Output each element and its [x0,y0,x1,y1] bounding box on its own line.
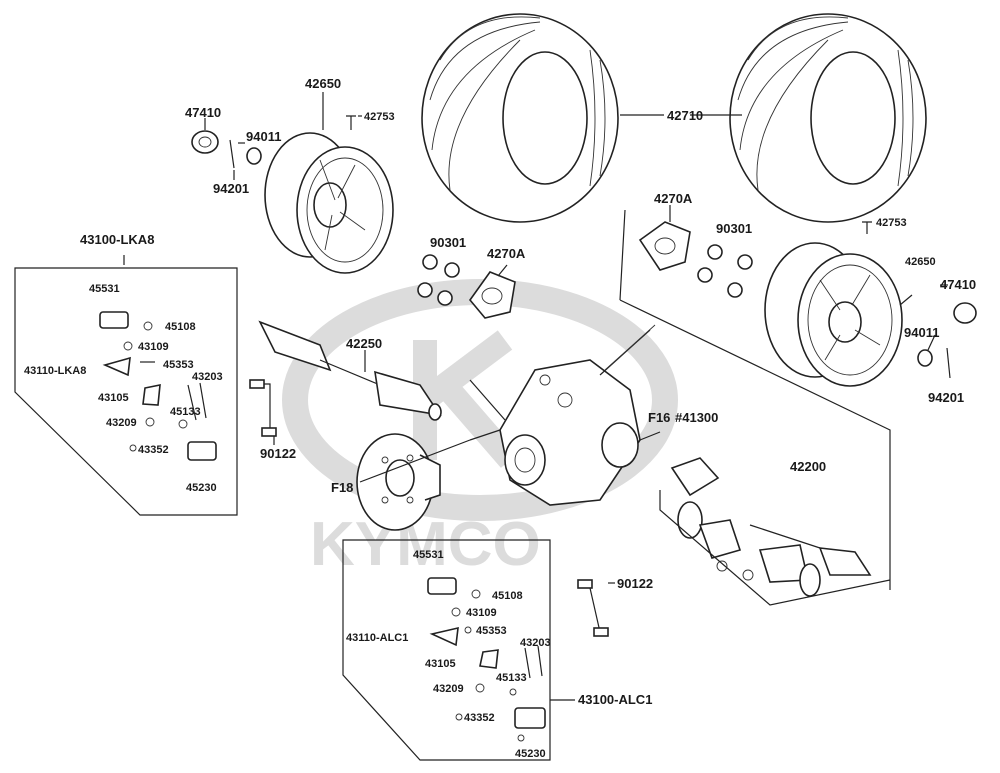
label-43209-lower: 43209 [433,683,464,695]
label-43352-lower: 43352 [464,712,495,724]
hub-4270A-right [638,221,691,271]
cotter-pin-right [946,347,951,379]
label-43100-LKA8: 43100-LKA8 [80,232,154,247]
brake-disc-F18 [356,433,441,531]
caliper-kit-LKA8-parts [99,311,217,461]
label-F18: F18 [331,480,353,495]
label-43109-upper: 43109 [138,341,169,353]
tire-left [421,13,619,223]
label-45531-upper: 45531 [89,283,120,295]
bolt-90122-left [249,379,277,437]
label-94011-left: 94011 [246,129,281,144]
bolt-90122-right [577,579,609,637]
bolt-42753-left [346,115,356,130]
washer-94011-right [917,349,933,367]
label-45353-lower: 45353 [476,625,507,637]
label-45133-upper: 45133 [170,406,201,418]
hub-nut-right [953,302,977,324]
label-43203-upper: 43203 [192,371,223,383]
label-47410-left: 47410 [185,105,221,120]
label-45230-upper: 45230 [186,482,217,494]
bushings-90301-right [697,244,753,298]
drive-shaft-42200 [670,457,872,597]
label-42250: 42250 [346,336,382,351]
label-43105-lower: 43105 [425,658,456,670]
label-4270A-center: 4270A [487,246,526,261]
wheel-rim-left [264,132,394,274]
label-42200: 42200 [790,459,826,474]
label-45108-lower: 45108 [492,590,523,602]
bushings-90301-center [417,254,460,306]
bolt-42753-right [862,221,872,234]
label-43352-upper: 43352 [138,444,169,456]
label-43203-lower: 43203 [520,637,551,649]
label-41300: #41300 [675,410,718,425]
label-90122-left: 90122 [260,446,296,461]
label-90301-right: 90301 [716,221,752,236]
kit-box-43100-LKA8 [14,267,238,516]
kit-box-43100-ALC1 [342,539,551,761]
label-43110-ALC1: 43110-ALC1 [346,632,408,644]
label-90301-center: 90301 [430,235,466,250]
label-45353-upper: 45353 [163,359,194,371]
hub-nut-left [191,130,219,154]
kit-box-42200 [619,209,891,606]
caliper-kit-ALC1-parts [427,577,546,742]
label-42650-right: 42650 [905,256,936,268]
cotter-pin-left [229,139,235,169]
label-45531-lower: 45531 [413,549,444,561]
label-F16: F16 [648,410,670,425]
label-94201-right: 94201 [928,390,964,405]
hub-4270A-center [468,271,516,319]
wheel-rim-right [764,242,903,387]
label-43209-upper: 43209 [106,417,137,429]
drive-shaft-42250 [258,320,442,421]
label-94201-left: 94201 [213,181,249,196]
label-45230-lower: 45230 [515,748,546,760]
watermark-text: KYMCO [310,510,541,579]
washer-94011-left [246,147,262,165]
label-45108-upper: 45108 [165,321,196,333]
label-43100-ALC1: 43100-ALC1 [578,692,652,707]
label-43109-lower: 43109 [466,607,497,619]
label-42710: 42710 [667,108,703,123]
label-43105-upper: 43105 [98,392,129,404]
label-45133-lower: 45133 [496,672,527,684]
label-90122-right: 90122 [617,576,653,591]
label-4270A-right: 4270A [654,191,693,206]
label-43110-LKA8: 43110-LKA8 [24,365,86,377]
final-drive-41300 [499,324,656,506]
part-labels: 42650 47410 94011 42753 94201 42710 4270… [24,76,976,760]
label-47410-right: 47410 [940,277,976,292]
leader-lines [123,92,948,701]
label-42753-left: 42753 [364,111,395,123]
tire-right [729,13,927,223]
label-42650-left: 42650 [305,76,341,91]
label-94011-right: 94011 [904,325,939,340]
label-42753-right: 42753 [876,217,907,229]
